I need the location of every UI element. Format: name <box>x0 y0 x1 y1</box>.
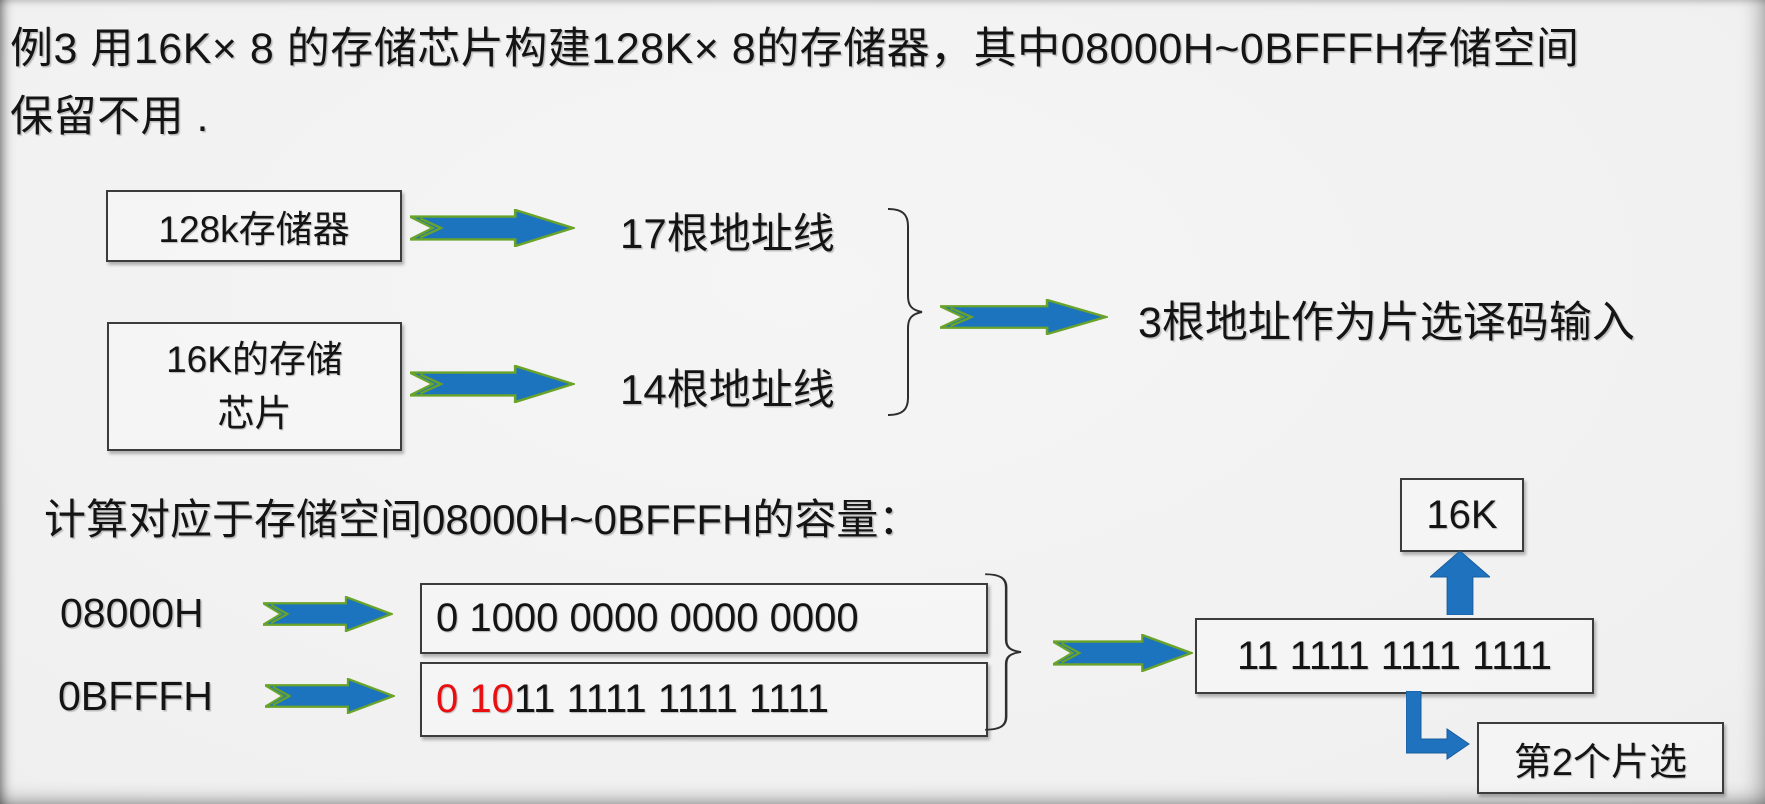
chip-16k-label-line2: 芯片 <box>217 392 292 434</box>
right-brace-icon <box>887 208 923 416</box>
binary-end-red-part: 0 10 <box>436 677 514 721</box>
binary-end-box: 0 1011 1111 1111 1111 <box>420 662 988 737</box>
addr-end-label: 0BFFFH <box>58 673 213 719</box>
arrow-up-icon <box>1430 551 1490 615</box>
right-brace-icon <box>985 573 1022 731</box>
arrow-right-icon <box>265 678 395 714</box>
memory-128k-label: 128k存储器 <box>158 209 350 250</box>
result-bits-value: 11 1111 1111 1111 <box>1236 633 1553 678</box>
addr-start-label: 08000H <box>60 590 204 636</box>
capacity-16k-label: 16K <box>1426 492 1498 537</box>
calc-line: 计算对应于存储空间08000H~0BFFFH的容量： <box>44 496 921 543</box>
arrow-right-icon <box>1053 634 1193 672</box>
chip-16k-box: 16K的存储 芯片 <box>107 322 402 451</box>
addr17-label: 17根地址线 <box>620 210 835 257</box>
chip-select-box: 第2个片选 <box>1477 722 1724 794</box>
result-bits-box: 11 1111 1111 1111 <box>1195 618 1594 694</box>
arrow-right-icon <box>410 365 575 403</box>
addr14-label: 14根地址线 <box>620 366 835 413</box>
arrow-bent-down-right-icon <box>1406 691 1470 760</box>
memory-128k-box: 128k存储器 <box>106 190 402 262</box>
title-line-1: 例3 用16K× 8 的存储芯片构建128K× 8的存储器，其中08000H~0… <box>10 25 1580 73</box>
binary-start-value: 0 1000 0000 0000 0000 <box>436 596 859 640</box>
arrow-right-icon <box>410 209 575 247</box>
binary-end-black-part: 11 1111 1111 1111 <box>513 677 829 721</box>
chip-select-label: 第2个片选 <box>1513 741 1688 784</box>
arrow-right-icon <box>263 596 393 632</box>
binary-start-box: 0 1000 0000 0000 0000 <box>420 583 988 654</box>
chip-16k-label-line1: 16K的存储 <box>166 338 343 380</box>
title-line-2: 保留不用 . <box>10 93 209 141</box>
decode-label: 3根地址作为片选译码输入 <box>1138 299 1635 347</box>
capacity-16k-box: 16K <box>1400 478 1524 552</box>
binary-end-value: 0 1011 1111 1111 1111 <box>436 677 829 722</box>
arrow-right-icon <box>940 299 1108 335</box>
